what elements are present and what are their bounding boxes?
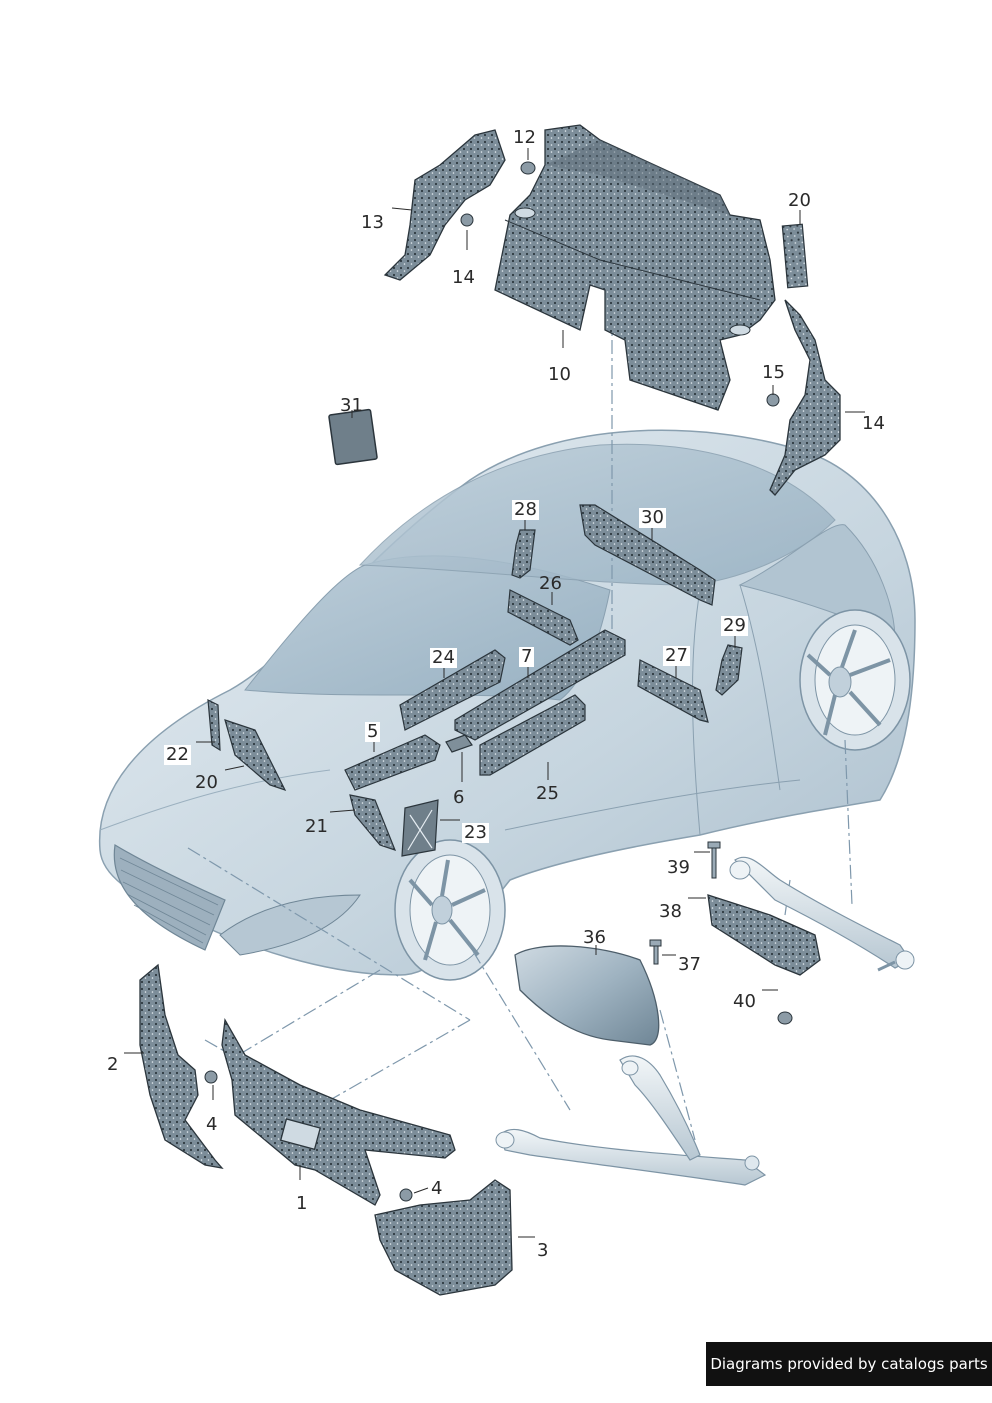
bolts [649,841,721,965]
callout-1: 1 [296,1193,308,1214]
attribution-banner: Diagrams provided by catalogs parts [706,1342,992,1386]
wheel-well-shield-36 [514,945,660,1046]
callout-39: 39 [667,857,690,878]
callout-38: 38 [659,901,682,922]
callout-23: 23 [462,822,489,843]
rear-wheel [799,609,911,751]
callout-11: 12 [513,127,536,148]
callout-26: 26 [539,573,562,594]
lower-control-arm [495,1055,767,1186]
callout-4-left: 4 [206,1114,218,1135]
callout-30: 30 [639,507,666,528]
callout-ticks [124,148,865,1238]
callout-4-lower: 4 [431,1178,443,1199]
callout-2: 2 [107,1054,119,1075]
callout-15: 20 [788,190,811,211]
upper-control-arm [729,856,915,972]
part-12-left-wheelhouse-insulation [383,129,506,281]
callout-40: 40 [733,991,756,1012]
callout-27: 27 [663,645,690,666]
callout-6: 6 [453,787,465,808]
callout-20: 20 [195,772,218,793]
callout-36: 36 [583,927,606,948]
callout-5: 5 [365,721,381,742]
callout-13: 14 [862,413,885,434]
panel-23-cross [407,809,433,851]
front-insulation-parts [139,963,513,1296]
floor-insulation-panels [207,504,743,857]
callout-31: 31 [340,395,363,416]
clip-fasteners [204,161,793,1202]
callout-24: 24 [430,647,457,668]
callout-14-right: 15 [762,362,785,383]
callout-28: 28 [512,499,539,520]
callout-7: 7 [519,646,535,667]
callout-21: 21 [305,816,328,837]
part-31-insulation-pad [328,408,378,466]
callout-29: 29 [721,615,748,636]
callout-25: 25 [536,783,559,804]
callout-3: 3 [537,1240,549,1261]
callout-14-top: 14 [452,267,475,288]
callout-10: 10 [548,364,571,385]
callout-12: 13 [361,212,384,233]
part-15-insulation-strip [781,223,809,289]
callout-37: 37 [678,954,701,975]
callout-22: 22 [164,744,191,765]
bracket-38 [707,894,821,976]
part-10-rear-insulation [494,124,776,411]
front-wheel [394,839,506,981]
part-13-right-wheelhouse-insulation [769,299,841,496]
